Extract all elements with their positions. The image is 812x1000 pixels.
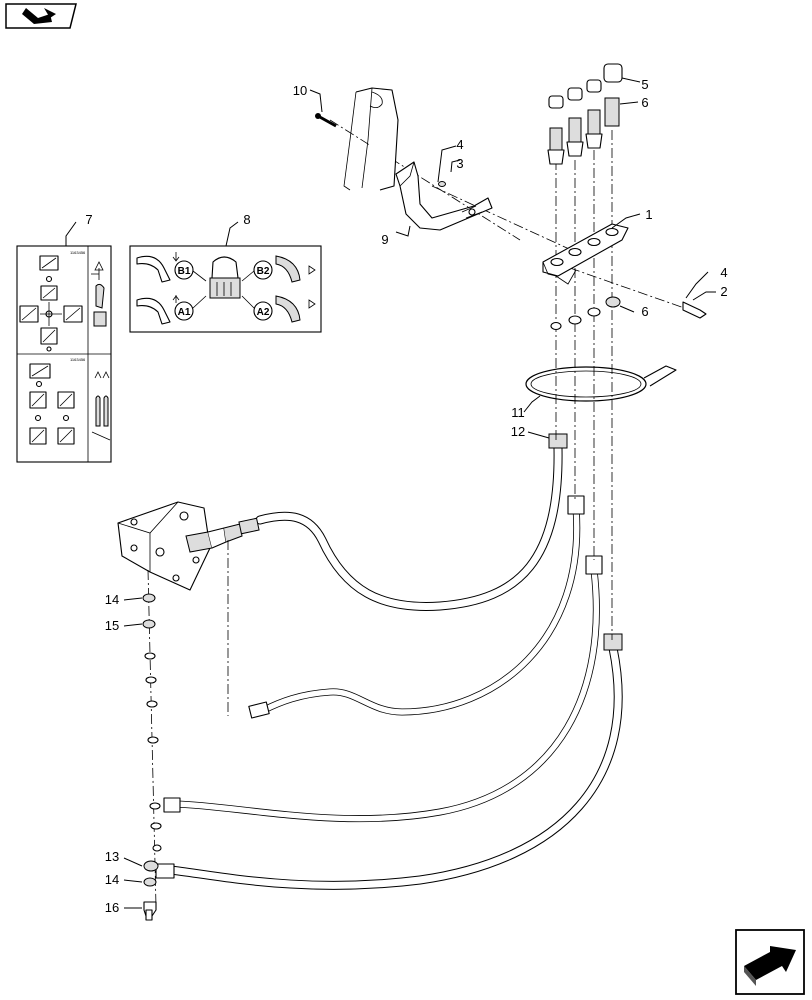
washers-plate <box>550 296 621 331</box>
callout-13: 13 <box>105 849 119 864</box>
callout-11: 11 <box>511 405 525 420</box>
next-page-arrow-icon[interactable] <box>735 929 805 995</box>
clamp-11 <box>525 365 677 402</box>
callout-14-bottom: 14 <box>105 872 119 887</box>
callout-9: 9 <box>381 232 388 247</box>
port-b2-label: B2 <box>257 266 270 277</box>
port-b1-label: B1 <box>178 266 191 277</box>
decal-code-bottom: 1163456 <box>70 357 86 362</box>
bracket-9 <box>395 161 493 231</box>
hose-lower-b <box>163 555 603 823</box>
bolt-2 <box>682 301 707 319</box>
callout-10: 10 <box>293 83 307 98</box>
book-arrow-icon[interactable] <box>5 3 77 29</box>
plate-1 <box>542 223 629 285</box>
decal-7: 1163456 1163456 <box>16 245 112 463</box>
leaders <box>65 77 716 909</box>
callout-3: 3 <box>456 156 463 171</box>
nut-3 <box>438 181 446 187</box>
callout-4-right: 4 <box>720 265 727 280</box>
hose-12 <box>238 433 568 611</box>
valve-block <box>117 501 243 591</box>
callout-7: 7 <box>85 212 92 227</box>
decal-code-top: 1163456 <box>70 250 86 255</box>
callout-2: 2 <box>720 284 727 299</box>
callout-16: 16 <box>105 900 119 915</box>
callout-12: 12 <box>511 424 525 439</box>
port-a2-label: A2 <box>257 307 270 318</box>
hose-lower-c <box>155 633 623 890</box>
callout-6-mid: 6 <box>641 304 648 319</box>
callout-6-top: 6 <box>641 95 648 110</box>
loader-frame <box>343 87 399 191</box>
callout-1: 1 <box>645 207 652 222</box>
callout-14-top: 14 <box>105 592 119 607</box>
fittings-top <box>547 63 623 165</box>
callout-4-top: 4 <box>456 137 463 152</box>
hose-lower-a <box>248 495 585 719</box>
callout-labels: 10 5 6 4 3 1 9 4 2 6 7 8 11 12 14 15 13 … <box>85 77 727 915</box>
callout-5: 5 <box>641 77 648 92</box>
port-a1-label: A1 <box>178 307 191 318</box>
bolt-10 <box>315 113 337 128</box>
decal-8: B1 A1 B2 A2 <box>129 245 322 333</box>
left-hardware-stack <box>142 593 162 921</box>
callout-8: 8 <box>243 212 250 227</box>
callout-15: 15 <box>105 618 119 633</box>
